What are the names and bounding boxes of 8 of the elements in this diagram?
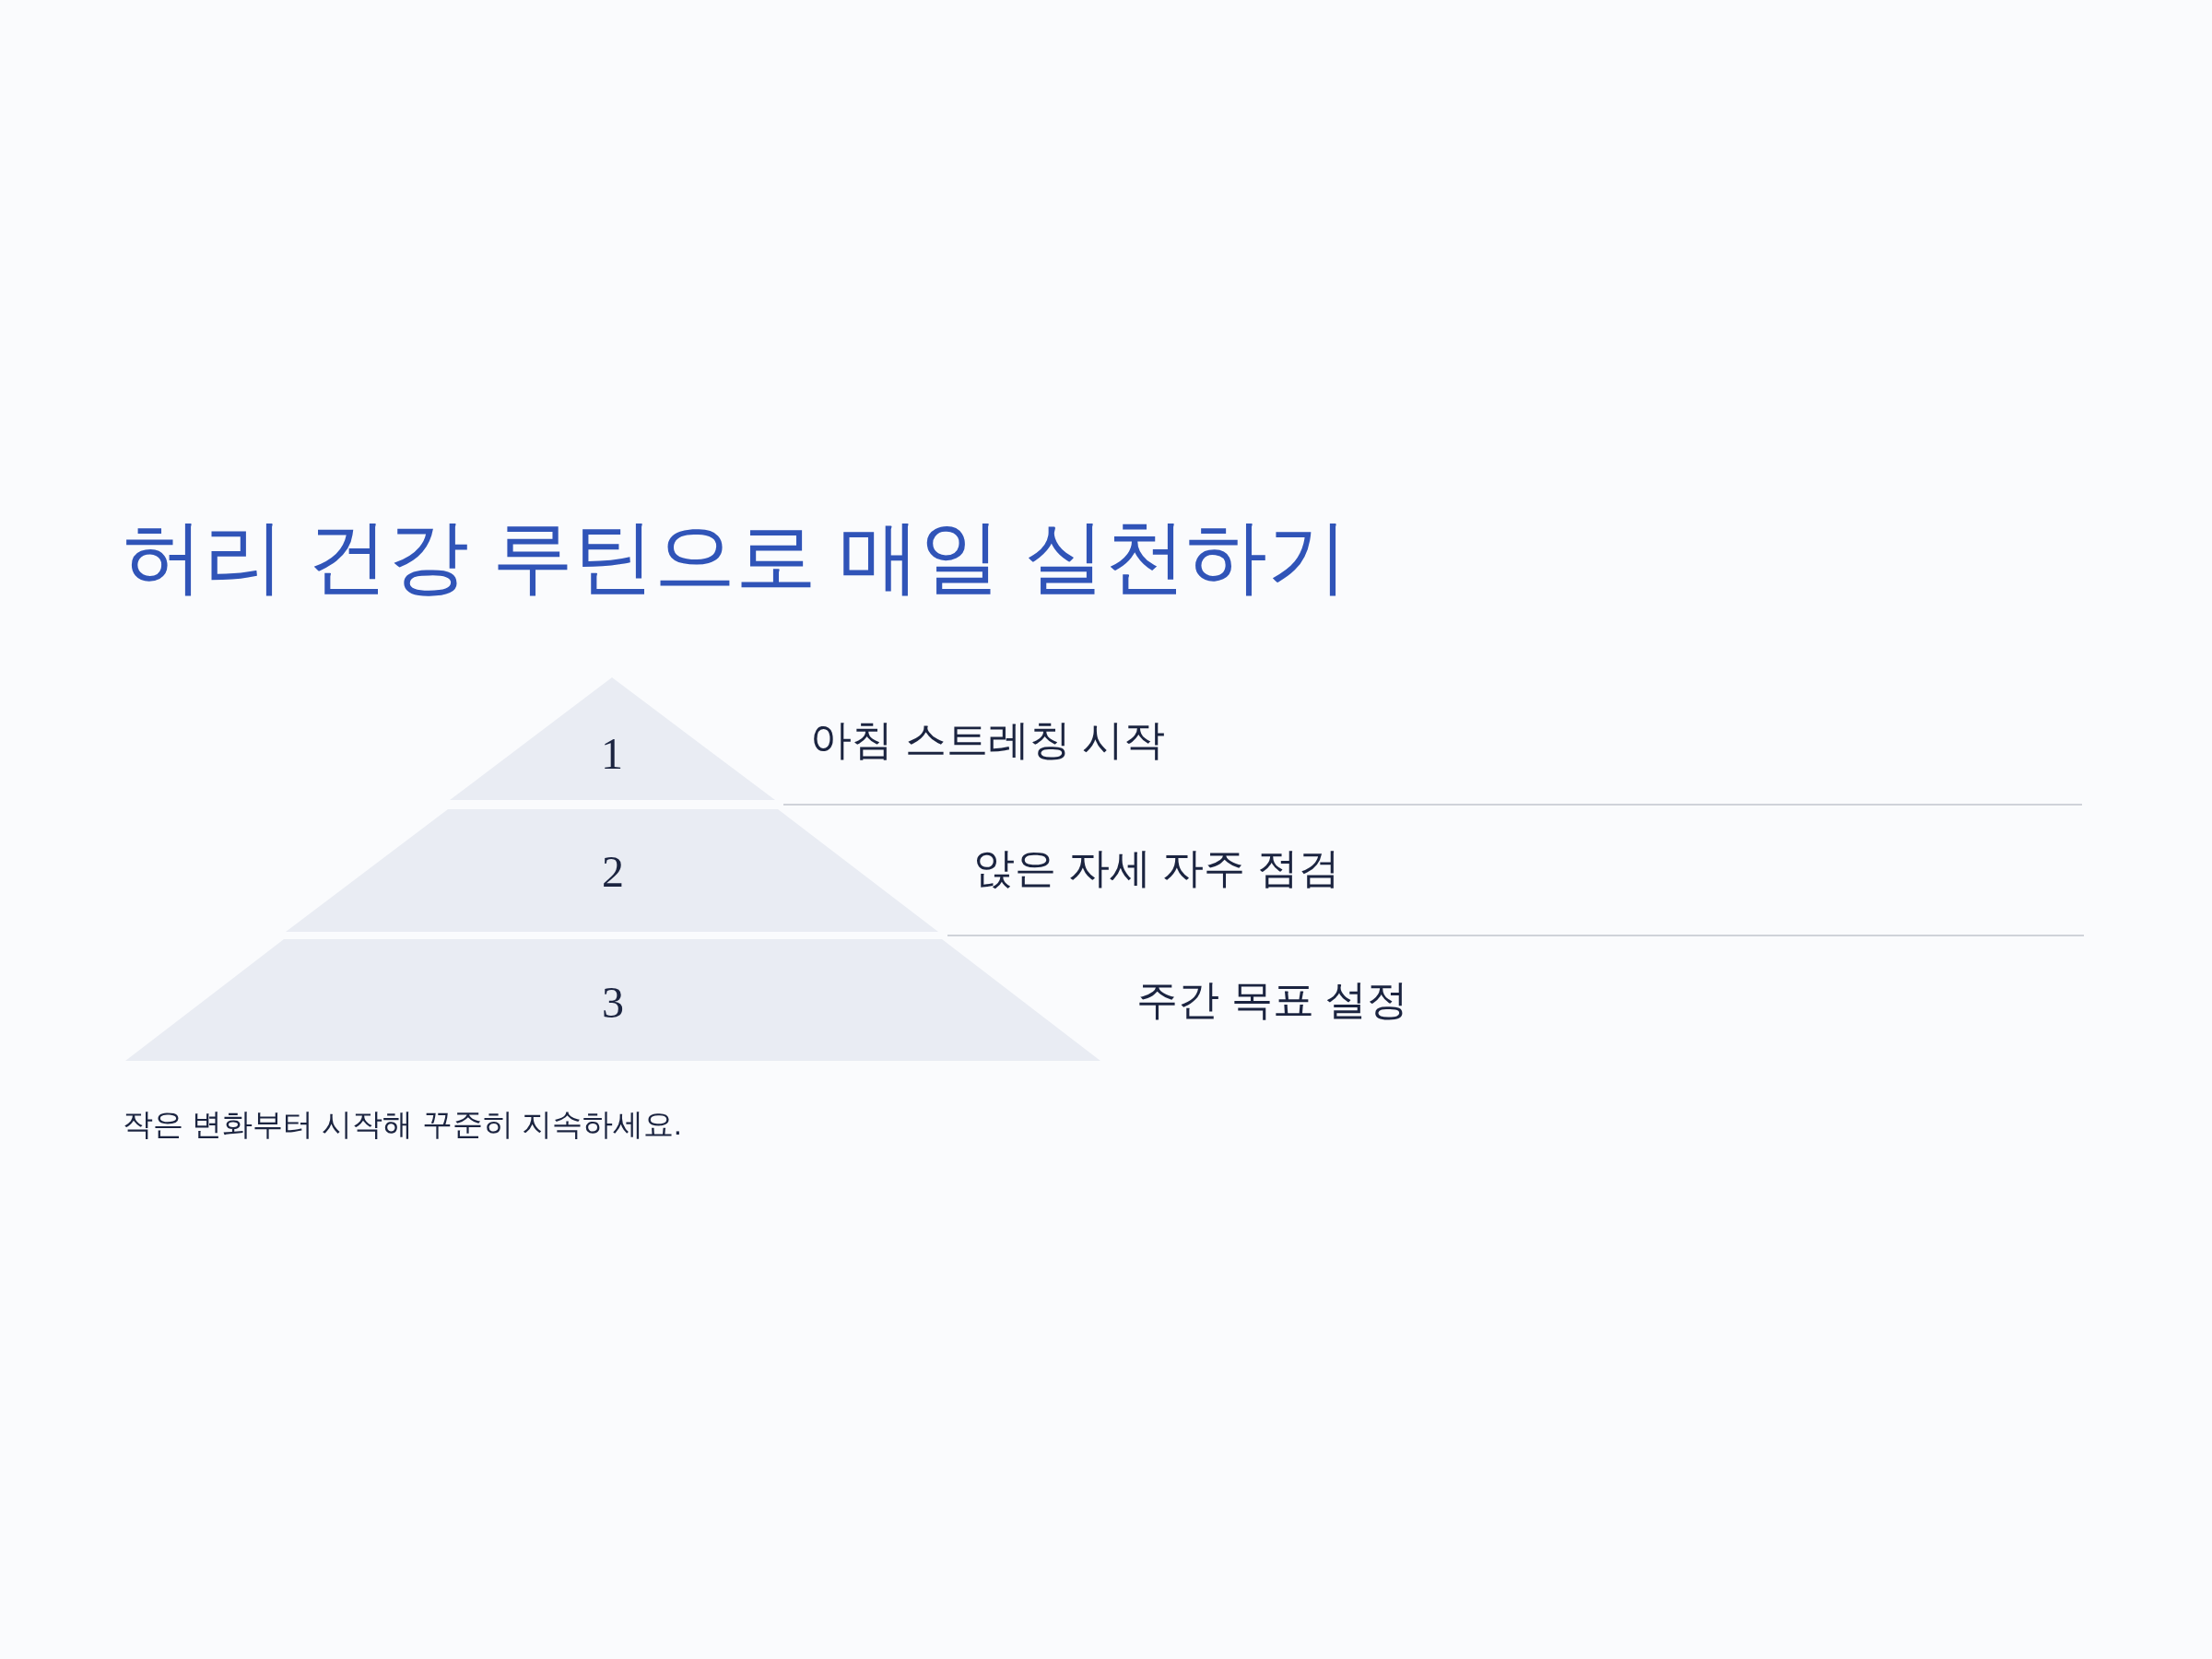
tier-number: 1 [601,732,623,776]
tier-number: 2 [602,850,624,894]
tier-label: 주간 목표 설정 [1136,975,1408,1025]
tier-label: 앉은 자세 자주 점검 [973,843,1340,893]
tier-number: 3 [602,981,624,1025]
title: 허리 건강 루틴으로 매일 실천하기 [123,510,1348,604]
caption: 작은 변화부터 시작해 꾸준히 지속하세요. [123,1106,682,1143]
tier-label: 아침 스트레칭 시작 [810,715,1165,765]
